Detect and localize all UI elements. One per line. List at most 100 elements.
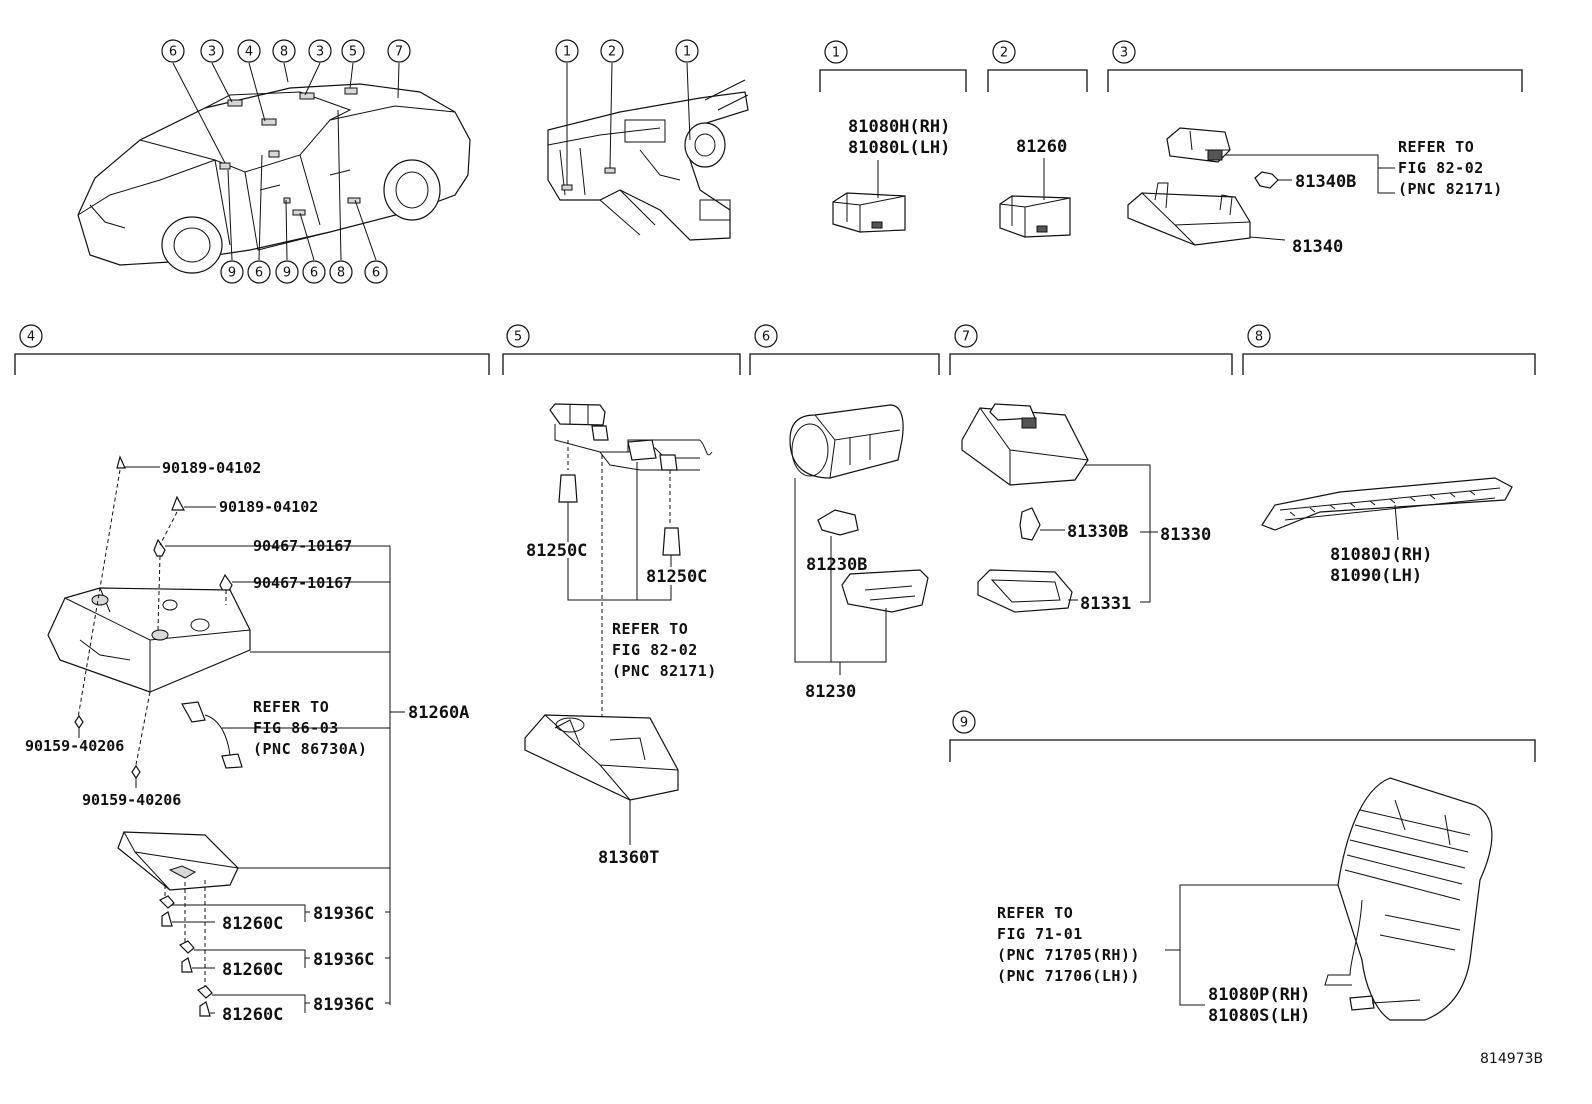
callout-number: 7 [395,45,403,60]
callout-circle [302,260,326,284]
callout-number: 4 [245,45,253,60]
part-number: 81230 [805,682,856,702]
refer-note: (PNC 82171) [612,662,717,680]
part-number: 90467-10167 [253,537,352,555]
part-number: 81080J(RH) [1330,545,1432,565]
part-number: 81260A [408,703,469,723]
part-number: 81360T [598,848,659,868]
callout-circle [992,40,1016,64]
section-6-parts [789,404,929,675]
callout-circle [954,324,978,348]
refer-note: (PNC 71706(LH)) [997,967,1140,985]
callout-number: 9 [228,266,236,281]
callout-number: 1 [832,46,840,61]
callout-circle [1112,40,1136,64]
dash-callout-group: 1 2 1 [555,39,699,63]
callout-circle [754,324,778,348]
callout-circle [308,39,332,63]
callout-number: 9 [283,266,291,281]
part-number: 81936C [313,995,374,1015]
callout-number: 6 [310,266,318,281]
callout-number: 3 [208,45,216,60]
callout-number: 1 [563,45,571,60]
callout-number: 8 [337,266,345,281]
callout-circle [1247,324,1271,348]
part-number: 81936C [313,904,374,924]
callout-number: 2 [608,45,616,60]
part-number: 90159-40206 [82,791,181,809]
callout-circle [19,324,43,348]
refer-note: REFER TO [253,698,329,716]
part-number: 81250C [646,567,707,587]
part-number: 81260C [222,960,283,980]
callout-number: 2 [1000,46,1008,61]
callout-circle [506,324,530,348]
part-number: 81260C [222,914,283,934]
part-number: 81936C [313,950,374,970]
part-number: 81230B [806,555,867,575]
section-callout-group: 1 2 3 4 5 6 7 8 9 [19,40,1271,734]
part-number: 81340B [1295,172,1356,192]
section-7-parts [961,403,1158,613]
callout-circle [200,39,224,63]
part-number: 81080S(LH) [1208,1006,1310,1026]
car-overview [77,83,471,274]
refer-note: (PNC 82171) [1398,180,1503,198]
section-9-part [1165,777,1493,1021]
part-number: 81080H(RH) [848,117,950,137]
section-1-part [832,160,906,233]
part-number: 81090(LH) [1330,566,1422,586]
refer-note: FIG 86-03 [253,719,339,737]
callout-circle [275,260,299,284]
section-3-part [1127,127,1395,246]
callout-circle [272,39,296,63]
callout-circle [600,39,624,63]
callout-circle [247,260,271,284]
callout-circle [387,39,411,63]
callout-circle [555,39,579,63]
diagram-id: 814973B [1480,1051,1543,1067]
section-brackets [14,69,1536,762]
callout-number: 8 [280,45,288,60]
car-callout-leaders [172,62,400,261]
dashboard-overview [547,62,749,241]
callout-number: 3 [316,45,324,60]
section-5-parts [524,403,713,845]
refer-note: REFER TO [997,904,1073,922]
callout-circle [364,260,388,284]
callout-circle [161,39,185,63]
part-number: 90189-04102 [162,459,261,477]
callout-number: 6 [255,266,263,281]
refer-note: (PNC 71705(RH)) [997,946,1140,964]
callout-number: 8 [1255,330,1263,345]
section-4-parts [47,455,405,1017]
callout-circle [952,710,976,734]
part-number: 90159-40206 [25,737,124,755]
part-number: 81340 [1292,237,1343,257]
callout-circle [675,39,699,63]
part-number: 90189-04102 [219,498,318,516]
part-number: 81080P(RH) [1208,985,1310,1005]
part-number: 81250C [526,541,587,561]
part-number: 81080L(LH) [848,138,950,158]
callout-number: 1 [683,45,691,60]
section-8-part [1261,477,1513,541]
callout-number: 6 [169,45,177,60]
refer-note: FIG 82-02 [612,641,698,659]
part-number: 90467-10167 [253,574,352,592]
refer-note: FIG 71-01 [997,925,1083,943]
section-2-part [999,158,1071,238]
callout-circle [220,260,244,284]
callout-number: 5 [349,45,357,60]
callout-number: 9 [960,716,968,731]
callout-number: 3 [1120,46,1128,61]
part-number: 81330B [1067,522,1128,542]
callout-number: 7 [962,330,970,345]
refer-note: FIG 82-02 [1398,159,1484,177]
callout-number: 6 [762,330,770,345]
part-number: 81330 [1160,525,1211,545]
callout-number: 4 [27,330,35,345]
refer-note: REFER TO [612,620,688,638]
